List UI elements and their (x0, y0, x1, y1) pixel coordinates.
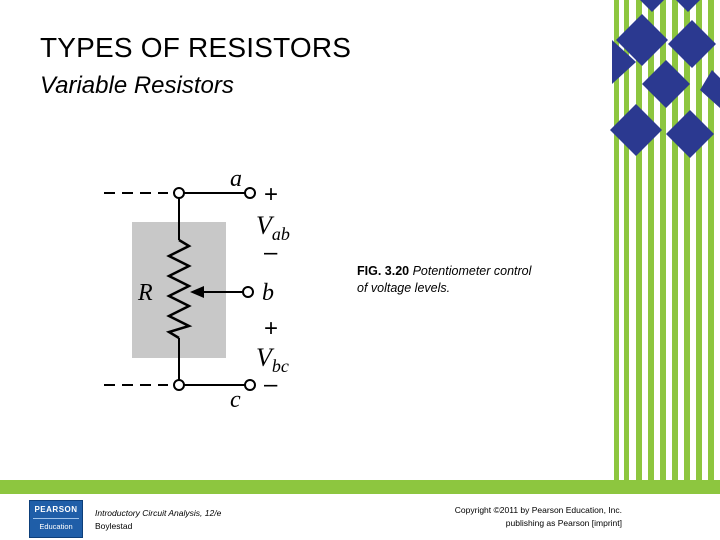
label-vab: Vab (256, 211, 290, 244)
copyright: Copyright ©2011 by Pearson Education, In… (410, 504, 622, 530)
slide-title: TYPES OF RESISTORS (40, 32, 352, 63)
label-R: R (137, 280, 153, 306)
book-reference: Introductory Circuit Analysis, 12/e Boyl… (95, 507, 221, 533)
copyright-line-1: Copyright ©2011 by Pearson Education, In… (454, 505, 622, 515)
terminal-a (244, 187, 256, 199)
caption-line-1: Potentiometer control (409, 264, 532, 278)
book-author: Boylestad (95, 521, 133, 531)
junction-top (173, 187, 185, 199)
label-c: c (230, 387, 241, 413)
footer-stripe (0, 480, 720, 494)
terminal-c (244, 379, 256, 391)
pearson-logo: PEARSON Education (29, 500, 83, 538)
footer (0, 494, 720, 540)
figure-number: FIG. 3.20 (357, 264, 410, 278)
navy-diamonds (610, 0, 720, 158)
logo-bottom-text: Education (39, 522, 73, 531)
wiper-arrowhead (190, 286, 204, 298)
label-b: b (262, 280, 274, 306)
logo-rule (33, 518, 79, 519)
label-vab-sub: ab (272, 224, 290, 244)
terminal-b (242, 286, 254, 298)
minus-top: – (264, 239, 278, 266)
resistor-zigzag (165, 238, 193, 340)
label-vbc-sub: bc (272, 356, 289, 376)
book-title: Introductory Circuit Analysis, 12/e (95, 508, 222, 518)
minus-bottom: – (264, 371, 278, 398)
copyright-line-2: publishing as Pearson [imprint] (505, 518, 622, 528)
junction-bottom (173, 379, 185, 391)
plus-top: + (264, 181, 278, 208)
label-vbc: Vbc (256, 343, 289, 376)
plus-bottom: + (264, 315, 278, 342)
label-vab-base: V (256, 211, 275, 240)
left-edge (0, 0, 5, 540)
figure-caption: FIG. 3.20 Potentiometer control of volta… (357, 263, 587, 297)
logo-top-text: PEARSON (34, 505, 78, 514)
caption-line-2: of voltage levels. (357, 281, 451, 295)
green-stripes (614, 0, 714, 480)
slide-subtitle: Variable Resistors (40, 72, 234, 99)
label-vbc-base: V (256, 343, 275, 372)
label-a: a (230, 166, 242, 192)
